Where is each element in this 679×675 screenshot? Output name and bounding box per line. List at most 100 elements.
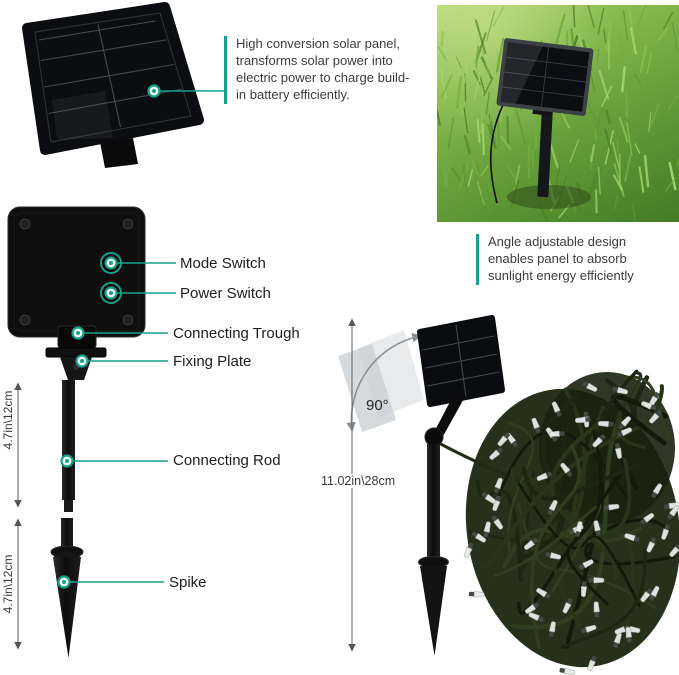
light-bulb bbox=[593, 520, 601, 536]
light-bulb bbox=[575, 521, 583, 537]
grass-blade bbox=[455, 56, 462, 69]
grass-blade bbox=[646, 52, 653, 74]
grass-blade bbox=[447, 117, 455, 149]
light-wire bbox=[563, 387, 605, 520]
grass-blade bbox=[455, 75, 463, 110]
callout-connecting-rod bbox=[60, 454, 168, 468]
light-bulb bbox=[640, 588, 653, 603]
grass-blade bbox=[633, 72, 642, 85]
grass-blade bbox=[634, 143, 641, 154]
light-wire bbox=[622, 375, 670, 439]
grass-blade bbox=[476, 180, 486, 205]
grass-blade bbox=[635, 5, 647, 30]
grass-blade bbox=[570, 28, 575, 46]
grass-blade bbox=[626, 121, 633, 157]
callout-mode-switch bbox=[104, 256, 176, 270]
grass-blade bbox=[597, 166, 601, 195]
light-bulb bbox=[593, 601, 600, 618]
light-bulb bbox=[560, 462, 573, 477]
rod-length-text: 4.7in\12cm bbox=[1, 391, 15, 450]
light-bulb bbox=[551, 401, 562, 417]
solar-panel-in-grass-photo bbox=[437, 5, 679, 222]
grass-blade bbox=[451, 167, 463, 183]
light-bulb bbox=[603, 503, 620, 511]
light-bulb bbox=[559, 667, 576, 675]
grass-blade bbox=[471, 160, 479, 176]
grass-blade bbox=[572, 5, 576, 28]
light-bulb bbox=[651, 483, 663, 498]
light-wires bbox=[469, 369, 675, 649]
string-lights-photo bbox=[436, 369, 679, 675]
grass-blade bbox=[437, 108, 441, 126]
grass-blade bbox=[612, 141, 621, 170]
grass-blade bbox=[443, 161, 452, 187]
annotation-solar-panel: High conversion solar panel, transforms … bbox=[224, 36, 414, 104]
light-wire bbox=[511, 416, 622, 630]
grass-blade bbox=[590, 144, 596, 162]
stake-assembly bbox=[418, 427, 449, 656]
grass-blade bbox=[534, 126, 538, 149]
light-wire bbox=[549, 423, 619, 581]
grass-blade bbox=[483, 77, 494, 97]
screw-icon bbox=[122, 218, 134, 230]
grass-blade bbox=[618, 116, 629, 143]
grass-blade bbox=[668, 161, 677, 191]
light-bulb bbox=[489, 447, 503, 460]
light-bulb bbox=[641, 401, 657, 411]
grass-blade bbox=[613, 195, 618, 211]
photo-solar-panel bbox=[496, 38, 594, 116]
screw-icon bbox=[19, 314, 31, 326]
light-bulb bbox=[640, 512, 655, 525]
light-bulb bbox=[574, 416, 591, 423]
light-wire bbox=[507, 421, 535, 559]
grass-blade bbox=[616, 139, 619, 153]
grass-blade bbox=[481, 50, 490, 76]
light-wire bbox=[475, 479, 523, 582]
angle-value-label: 90° bbox=[366, 397, 389, 414]
grass-blade bbox=[485, 91, 490, 116]
grass-blade bbox=[629, 27, 637, 55]
spike-length-dimension: 4.7in\12cm bbox=[1, 518, 22, 650]
grass-blade bbox=[624, 91, 628, 118]
light-bulb bbox=[649, 410, 662, 424]
callout-power-switch bbox=[104, 286, 176, 300]
label-power-switch: Power Switch bbox=[180, 285, 271, 302]
grass-blade bbox=[495, 37, 505, 73]
light-bulb bbox=[545, 552, 562, 560]
grass-blade bbox=[473, 72, 482, 100]
light-bulb bbox=[471, 531, 487, 543]
light-bulb bbox=[524, 602, 540, 614]
grass-blade bbox=[456, 84, 464, 116]
ground-shadow bbox=[507, 185, 591, 209]
callout-fixing-plate bbox=[75, 354, 168, 368]
grass-blade bbox=[596, 48, 600, 65]
callout-spike bbox=[57, 575, 164, 589]
grass-blade bbox=[643, 155, 650, 188]
grass-blade bbox=[516, 111, 526, 145]
light-bulb bbox=[531, 417, 541, 434]
light-bulb bbox=[491, 515, 504, 530]
grass-blade bbox=[648, 103, 661, 130]
light-bulb bbox=[547, 499, 558, 516]
light-bulbs bbox=[463, 381, 679, 675]
light-bulb bbox=[613, 632, 622, 649]
grass-blade bbox=[531, 149, 534, 168]
grass-blade bbox=[619, 33, 624, 66]
angle-adjust-diagram bbox=[338, 315, 505, 656]
total-height-dimension-label: 11.02in\28cm bbox=[318, 474, 399, 488]
label-fixing-plate: Fixing Plate bbox=[173, 353, 252, 370]
light-bulb bbox=[528, 612, 544, 622]
front-panel-stand bbox=[100, 138, 138, 168]
grass-blade bbox=[621, 66, 626, 93]
grass-blade bbox=[663, 11, 674, 30]
light-wire bbox=[479, 422, 650, 569]
grass-blade bbox=[496, 117, 500, 148]
grass-blade bbox=[440, 74, 453, 99]
light-bulb bbox=[463, 542, 474, 558]
light-bulb bbox=[536, 471, 552, 482]
callout-connecting-trough bbox=[71, 326, 168, 340]
grass-blade bbox=[463, 107, 469, 134]
light-bulb bbox=[618, 416, 632, 430]
accent-bar-icon bbox=[476, 234, 479, 285]
light-bulb bbox=[624, 533, 640, 542]
